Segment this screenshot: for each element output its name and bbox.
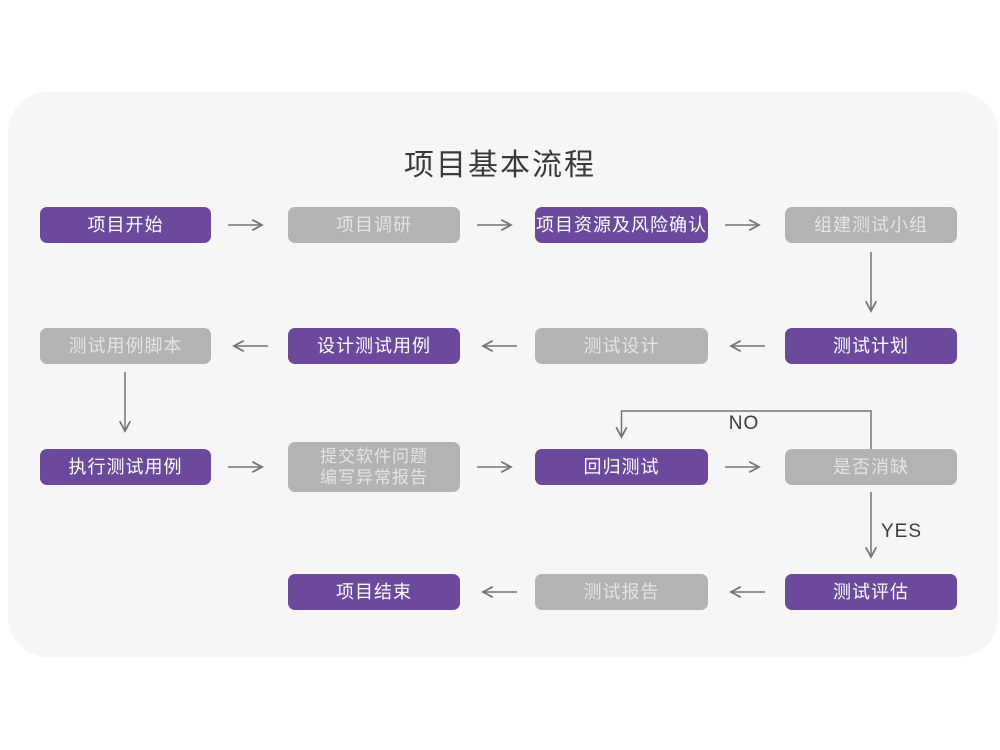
node-resources-risk: 项目资源及风险确认 <box>535 207 708 243</box>
flowchart-card <box>8 92 998 657</box>
node-design-test-cases: 设计测试用例 <box>288 328 460 364</box>
node-defect-cleared: 是否消缺 <box>785 449 957 485</box>
page-title: 项目基本流程 <box>404 149 596 182</box>
node-regression-test: 回归测试 <box>535 449 708 485</box>
yes-edge-label: YES <box>881 521 923 542</box>
node-project-research: 项目调研 <box>288 207 460 243</box>
node-submit-issue-report: 提交软件问题 编写异常报告 <box>288 442 460 492</box>
node-test-design: 测试设计 <box>535 328 708 364</box>
node-build-test-team: 组建测试小组 <box>785 207 957 243</box>
node-test-plan: 测试计划 <box>785 328 957 364</box>
node-project-end: 项目结束 <box>288 574 460 610</box>
node-test-evaluation: 测试评估 <box>785 574 957 610</box>
node-test-case-scripts: 测试用例脚本 <box>40 328 211 364</box>
no-edge-label: NO <box>728 413 760 434</box>
node-test-report: 测试报告 <box>535 574 708 610</box>
node-execute-test-cases: 执行测试用例 <box>40 449 211 485</box>
node-project-start: 项目开始 <box>40 207 211 243</box>
